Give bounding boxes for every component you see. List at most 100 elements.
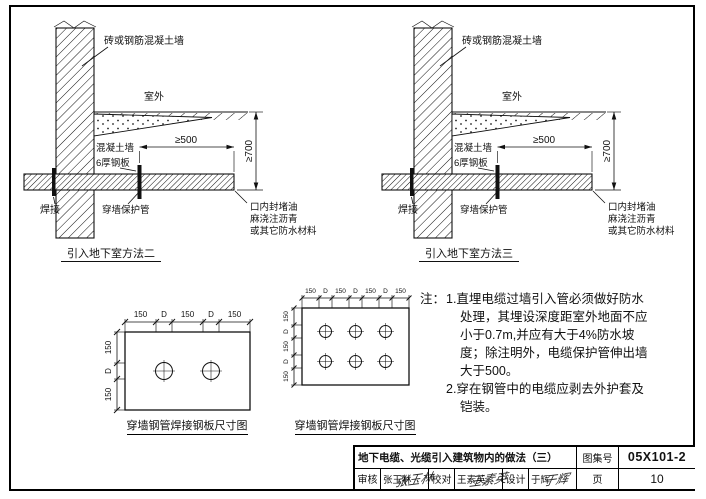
atlas-no-label: 图集号 (577, 447, 619, 468)
dimension-500: ≥500 (497, 135, 593, 172)
wall-material-label: 砖或钢筋混凝土墙 (462, 34, 542, 47)
svg-text:150: 150 (104, 340, 113, 354)
svg-text:引入地下室方法二: 引入地下室方法二 (67, 246, 155, 260)
title-block: 地下电缆、光缆引入建筑物内的做法（三） 图集号 05X101-2 审核 张玉林张… (353, 445, 695, 489)
svg-text:引入地下室方法三: 引入地下室方法三 (425, 246, 513, 260)
outdoor-label: 室外 (144, 90, 164, 103)
svg-text:150: 150 (283, 311, 290, 322)
outdoor-label: 室外 (502, 90, 522, 103)
steel-plate-leader (119, 167, 137, 172)
plate-outline (124, 331, 251, 411)
plate1-caption: 穿墙钢管焊接钢板尺寸图 (82, 417, 292, 435)
svg-text:麻浇注沥青: 麻浇注沥青 (250, 213, 298, 225)
note-line: 2.穿在钢管中的电缆应剥去外护套及 (446, 382, 644, 396)
steel-plate-label: 6厚钢板 (96, 157, 130, 169)
svg-text:D: D (161, 310, 167, 319)
note-line: 度；除注明外，电缆保护管伸出墙 (460, 346, 648, 360)
designer-signature: 于辉 (542, 470, 571, 489)
steel-plate-label: 6厚钢板 (454, 157, 488, 169)
svg-text:麻浇注沥青: 麻浇注沥青 (608, 213, 656, 225)
designer-name: 于辉于辉 (529, 468, 577, 489)
svg-text:150: 150 (395, 288, 406, 295)
svg-text:150: 150 (228, 310, 242, 319)
checker-label: 校对 (429, 468, 455, 489)
steel-plate-diagram-large: 150 D 150 D 150 D 150 150 D 150 D 150 (283, 288, 412, 388)
side-dimension: 150 D 150 (104, 328, 125, 414)
wall-section-detail-left: 砖或钢筋混凝土墙 室外 混凝土墙 6厚钢板 ≥500 ≥700 焊接 穿 (23, 20, 317, 262)
pipe-hole (317, 353, 334, 370)
svg-text:D: D (353, 288, 358, 295)
svg-text:150: 150 (335, 288, 346, 295)
svg-text:150: 150 (134, 310, 148, 319)
svg-text:150: 150 (283, 341, 290, 352)
svg-text:150: 150 (305, 288, 316, 295)
weld-label: 焊接 (398, 203, 418, 216)
note-line: 1.直埋电缆过墙引入管必须做好防水 (446, 292, 644, 306)
pipe-label-leader (485, 190, 499, 205)
dim-500-label: ≥500 (175, 135, 198, 146)
pipe-label-leader (127, 190, 141, 205)
notes-block: 注： 1.直埋电缆过墙引入管必须做好防水 处理，其埋设深度距室外地面不应 小于0… (420, 290, 696, 416)
wall-material-label: 砖或钢筋混凝土墙 (104, 34, 184, 47)
pipe (23, 173, 235, 191)
concrete-apron (93, 113, 213, 137)
dimension-700: ≥700 (237, 111, 263, 191)
seal-note: 口内封堵油 麻浇注沥青 或其它防水材料 (592, 190, 675, 237)
dim-700-label: ≥700 (602, 139, 613, 162)
concrete-apron (451, 113, 571, 137)
drawing-title: 地下电缆、光缆引入建筑物内的做法（三） (355, 447, 577, 468)
designer-label: 设计 (503, 468, 529, 489)
drawing-frame (9, 5, 695, 491)
steel-plate-leader (477, 167, 495, 172)
svg-text:150: 150 (283, 371, 290, 382)
plate-outline (301, 307, 410, 386)
pipe-hole (377, 353, 394, 370)
svg-text:D: D (283, 329, 290, 334)
svg-text:或其它防水材料: 或其它防水材料 (250, 225, 317, 237)
dim-500-label: ≥500 (533, 135, 556, 146)
svg-text:D: D (104, 368, 113, 374)
svg-text:150: 150 (104, 387, 113, 401)
dimension-500: ≥500 (139, 135, 235, 172)
page-label: 页 (577, 468, 619, 489)
top-dimension: 150 D 150 D 150 (121, 310, 254, 332)
weld-leader (411, 196, 414, 205)
reviewer-label: 审核 (355, 468, 381, 489)
concrete-label: 混凝土墙 (96, 142, 135, 154)
dim-700-label: ≥700 (244, 139, 255, 162)
seal-note: 口内封堵油 麻浇注沥青 或其它防水材料 (234, 190, 317, 237)
note-line: 大于500。 (460, 364, 519, 378)
page-number: 10 (650, 471, 664, 486)
wall-label-leader (439, 46, 467, 67)
concrete-label: 混凝土墙 (454, 142, 493, 154)
svg-text:150: 150 (365, 288, 376, 295)
notes-label: 注： (420, 292, 446, 306)
steel-plate-collar (495, 165, 500, 199)
pipe-hole (377, 323, 394, 340)
svg-text:D: D (283, 359, 290, 364)
pipe-label: 穿墙保护管 (102, 204, 150, 216)
weld-label: 焊接 (40, 203, 60, 216)
pipe-hole (317, 323, 334, 340)
pipe-hole (200, 360, 222, 382)
wall-label-leader (81, 46, 109, 67)
note-line: 小于0.7m,并应有大于4%防水坡 (460, 328, 635, 342)
wall (53, 20, 97, 239)
top-dimension: 150 D 150 D 150 D 150 (299, 288, 412, 308)
svg-text:D: D (323, 288, 328, 295)
reviewer-name: 张玉林张玉林 (381, 468, 435, 489)
weld-collar (52, 168, 56, 196)
pipe-hole (347, 353, 364, 370)
pipe-label: 穿墙保护管 (460, 204, 508, 216)
svg-text:150: 150 (181, 310, 195, 319)
svg-text:或其它防水材料: 或其它防水材料 (608, 225, 675, 237)
side-dimension: 150 D 150 D 150 (283, 305, 302, 388)
svg-text:口内封堵油: 口内封堵油 (250, 201, 298, 213)
plate2-caption: 穿墙钢管焊接钢板尺寸图 (250, 417, 460, 435)
checker-name: 王素英王素英 (455, 468, 509, 489)
weld-collar (410, 168, 414, 196)
svg-text:D: D (208, 310, 214, 319)
wall (411, 20, 455, 239)
steel-plate-diagram-small: 150 D 150 D 150 150 D 150 (104, 310, 254, 414)
